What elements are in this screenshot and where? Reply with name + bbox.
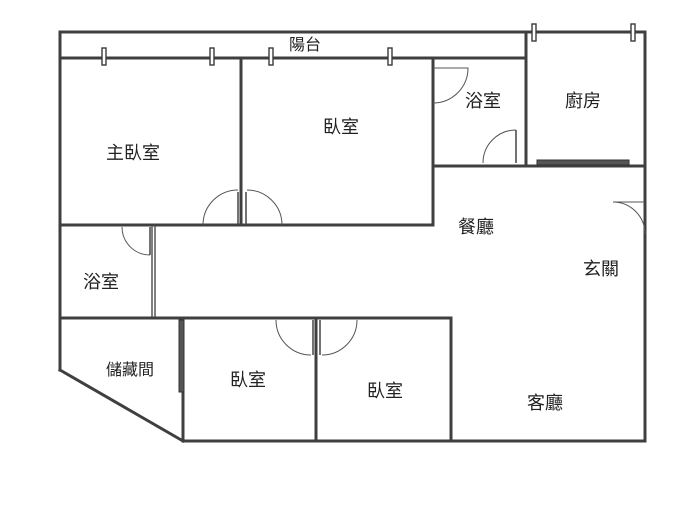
bedroom-lower-left-label: 臥室 [230, 370, 266, 391]
storage-label: 儲藏間 [106, 360, 154, 379]
lower-interior-walls [58, 225, 453, 443]
bedroom-lower-right-label: 臥室 [367, 381, 403, 402]
living-room-label: 客廳 [527, 393, 563, 414]
balcony-label: 陽台 [289, 35, 321, 54]
bedroom-upper-label: 臥室 [323, 117, 359, 138]
room-labels: 陽台 主臥室 臥室 浴室 廚房 餐廳 玄關 浴室 儲藏間 臥室 臥室 客廳 [83, 35, 619, 414]
kitchen-label: 廚房 [565, 90, 601, 112]
balcony-walls [58, 23, 636, 168]
outer-walls [57, 30, 647, 444]
doors [121, 67, 646, 356]
upper-interior-walls [58, 56, 647, 227]
master-bedroom-label: 主臥室 [106, 143, 160, 164]
entrance-label: 玄關 [583, 259, 619, 280]
bathroom-lower-label: 浴室 [83, 272, 119, 293]
dining-room-label: 餐廳 [458, 217, 494, 238]
bathroom-upper-label: 浴室 [465, 91, 501, 112]
